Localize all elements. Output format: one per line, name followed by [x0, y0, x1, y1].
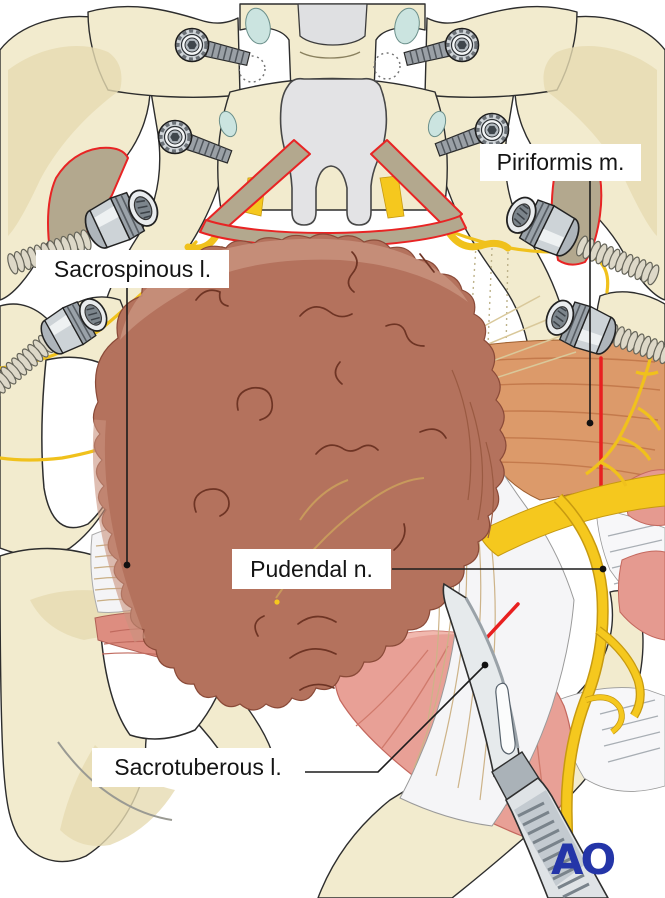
leader-lines: [123, 181, 607, 773]
sacral-screw-right-1: [443, 26, 481, 64]
label-pudendal-nerve: Pudendal n.: [232, 549, 391, 589]
leader-sacrotuberous: [305, 664, 486, 773]
sacral-screw-left-1: [173, 26, 211, 64]
bone-shading: [8, 46, 657, 846]
tumor-fiber-stripes: [451, 369, 495, 539]
screw-entry-dotted-circles: [238, 52, 401, 83]
sacral-screw-left-2: [156, 118, 194, 156]
spinal-canal: [297, 3, 368, 46]
label-sacrospinous-ligament: Sacrospinous l.: [36, 250, 229, 288]
right-edge-muscle: [617, 550, 665, 641]
label-sacrotuberous-ligament: Sacrotuberous l.: [92, 748, 304, 787]
label-piriformis-muscle: Piriformis m.: [480, 144, 641, 181]
ao-logo: AO: [551, 835, 615, 884]
gluteal-nerve-branches: [585, 351, 662, 487]
handle-grip-ridges: [517, 801, 590, 898]
sacral-screw-right-2: [473, 111, 511, 149]
facet-cartilage: [218, 7, 447, 138]
leader-dots: [123, 419, 607, 669]
scalpel: [442, 582, 609, 898]
blade-slot: [495, 682, 516, 755]
